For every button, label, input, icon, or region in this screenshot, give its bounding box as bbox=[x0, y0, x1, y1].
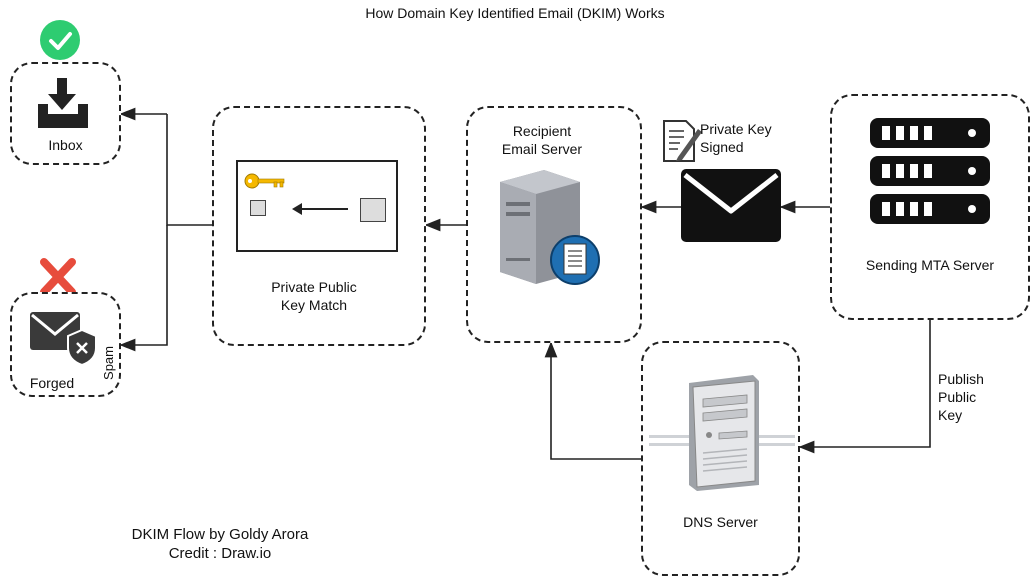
diagram-credit: DKIM Flow by Goldy Arora Credit : Draw.i… bbox=[131, 526, 309, 562]
private-key-signed-label: Private Key Signed bbox=[700, 121, 772, 155]
recipient-server-node: Recipient Email Server bbox=[466, 106, 642, 343]
inbox-node: Inbox bbox=[10, 62, 121, 165]
inbox-label: Inbox bbox=[48, 137, 83, 153]
public-key-square bbox=[250, 200, 266, 216]
diagram-title: How Domain Key Identified Email (DKIM) W… bbox=[365, 5, 665, 21]
inbox-tray-icon bbox=[36, 78, 92, 130]
private-key-square bbox=[360, 198, 386, 222]
key-match-label: Private Public Key Match bbox=[271, 279, 357, 313]
envelope-icon bbox=[681, 169, 781, 242]
server-tower-icon bbox=[492, 168, 602, 288]
forged-node: Spam Forged bbox=[10, 292, 121, 397]
dns-server-icon bbox=[649, 373, 795, 493]
line-keymatch-splitter bbox=[166, 114, 212, 226]
envelope-shield-icon bbox=[26, 306, 98, 367]
sending-mta-node: Sending MTA Server bbox=[830, 94, 1030, 320]
cross-icon bbox=[38, 258, 78, 296]
check-icon bbox=[40, 20, 80, 60]
match-arrow bbox=[292, 203, 348, 215]
arrow-mta-to-dns bbox=[798, 320, 931, 454]
key-match-panel bbox=[236, 160, 398, 252]
key-icon bbox=[244, 172, 286, 190]
arrow-to-forged bbox=[119, 225, 168, 352]
server-rack-icon bbox=[866, 116, 992, 226]
sending-mta-label: Sending MTA Server bbox=[865, 257, 995, 273]
recipient-label: Recipient Email Server bbox=[501, 123, 583, 157]
key-match-node: Private Public Key Match bbox=[212, 106, 426, 346]
publish-public-key-label: Publish Public Key bbox=[938, 371, 984, 423]
dns-server-node: DNS Server bbox=[641, 341, 800, 576]
arrow-dns-to-recipient bbox=[544, 341, 641, 460]
forged-label: Forged bbox=[29, 375, 75, 391]
dns-label: DNS Server bbox=[683, 514, 758, 530]
spam-label: Spam bbox=[101, 346, 116, 380]
document-pen-icon bbox=[662, 117, 702, 163]
